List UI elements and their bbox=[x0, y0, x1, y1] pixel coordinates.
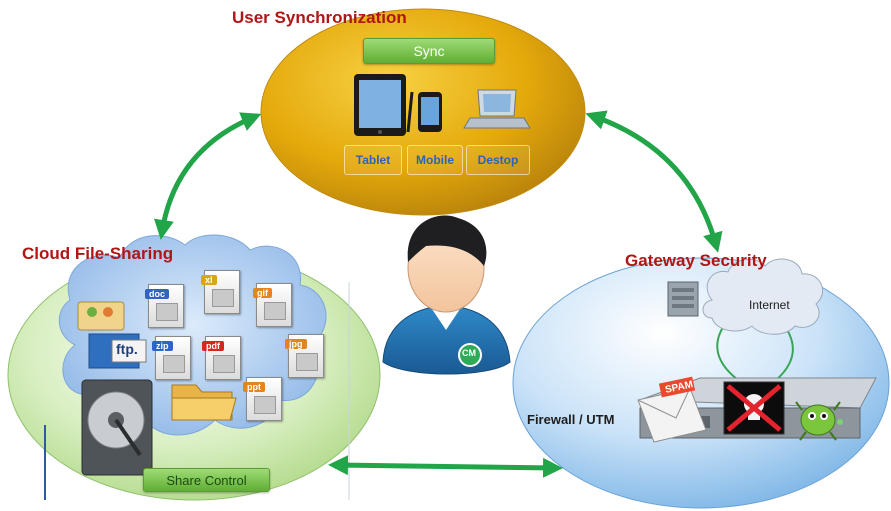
gif-file-tag: gif bbox=[253, 288, 272, 298]
arrow-sync-to-gateway bbox=[585, 110, 723, 253]
internet-label: Internet bbox=[749, 298, 790, 312]
file-sharing-title: Cloud File-Sharing bbox=[22, 244, 174, 263]
tablet-icon bbox=[354, 74, 406, 136]
laptop-icon bbox=[463, 89, 531, 129]
spam-envelope-icon bbox=[637, 376, 707, 443]
zip-file-tag: zip bbox=[152, 341, 173, 351]
gif-file-glyph bbox=[264, 302, 286, 320]
doc-file-tag: doc bbox=[145, 289, 170, 299]
zip-file-icon: zip bbox=[152, 336, 191, 380]
gateway-title: Gateway Security bbox=[625, 251, 767, 270]
xl-file-icon: xl bbox=[201, 270, 240, 314]
user-badge-text: CM bbox=[462, 348, 476, 358]
pdf-file-tag: pdf bbox=[202, 341, 224, 351]
gif-file-icon: gif bbox=[253, 283, 292, 327]
ftp-label: ftp. bbox=[116, 341, 138, 357]
firewall-label: Firewall / UTM bbox=[527, 412, 615, 427]
malware-blocked-icon bbox=[723, 381, 785, 435]
sync-title: User Synchronization bbox=[232, 8, 407, 27]
jpg-file-tag: jpg bbox=[285, 339, 307, 349]
device-chip-tablet[interactable]: Tablet bbox=[344, 145, 402, 175]
zip-file-glyph bbox=[163, 355, 185, 373]
hard-drive-icon bbox=[81, 379, 153, 476]
ppt-file-icon: ppt bbox=[243, 377, 282, 421]
ppt-file-glyph bbox=[254, 396, 276, 414]
arrow-sync-to-share bbox=[154, 112, 262, 240]
pdf-file-glyph bbox=[213, 355, 235, 373]
jpg-file-icon: jpg bbox=[285, 334, 324, 378]
jpg-file-glyph bbox=[296, 353, 318, 371]
phone-icon bbox=[406, 91, 442, 133]
xl-file-glyph bbox=[212, 289, 234, 307]
device-chip-desktop[interactable]: Destop bbox=[466, 145, 530, 175]
sync-button[interactable]: Sync bbox=[363, 38, 495, 64]
users-folder-icon bbox=[77, 301, 125, 331]
share-control-button[interactable]: Share Control bbox=[143, 468, 270, 492]
folder-icon bbox=[171, 384, 237, 421]
ftp-icon bbox=[88, 333, 147, 369]
user-avatar-icon bbox=[382, 215, 511, 375]
virus-icon bbox=[795, 401, 841, 441]
device-chip-mobile[interactable]: Mobile bbox=[407, 145, 463, 175]
arrow-share-to-gateway bbox=[328, 455, 563, 478]
pdf-file-icon: pdf bbox=[202, 336, 241, 380]
internet-cloud-shape bbox=[702, 258, 823, 335]
xl-file-tag: xl bbox=[201, 275, 217, 285]
ppt-file-tag: ppt bbox=[243, 382, 265, 392]
doc-file-glyph bbox=[156, 303, 178, 321]
server-icon bbox=[667, 281, 699, 317]
doc-file-icon: doc bbox=[145, 284, 184, 328]
